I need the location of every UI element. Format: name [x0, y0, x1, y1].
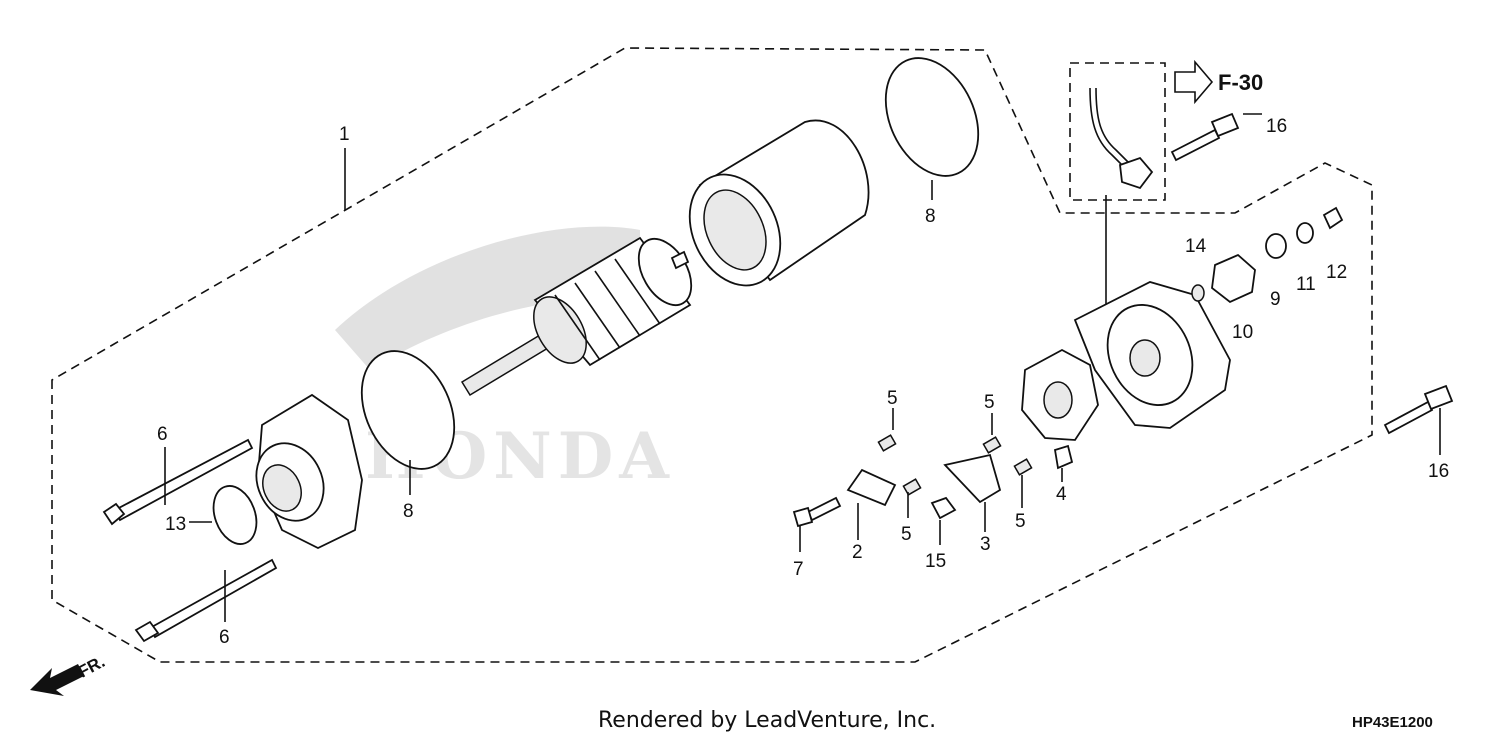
cable-detail-box	[1069, 62, 1166, 201]
footer-credit: Rendered by LeadVenture, Inc.	[598, 708, 937, 733]
bolt-7	[792, 496, 842, 528]
callout-5b: 5	[984, 392, 995, 413]
o-ring-rear	[884, 57, 980, 177]
callout-10: 10	[1232, 322, 1253, 343]
callout-16b: 16	[1428, 461, 1449, 482]
brush-3	[943, 453, 1002, 504]
callout-6a: 6	[157, 424, 168, 445]
assembly-outline	[51, 47, 1373, 663]
through-bolt-upper	[102, 438, 254, 526]
callout-4: 4	[1056, 484, 1067, 505]
callout-3: 3	[980, 534, 991, 555]
washer-9	[1265, 233, 1287, 259]
terminal-nut	[1211, 253, 1256, 304]
callout-12: 12	[1326, 262, 1347, 283]
washer-11	[1296, 222, 1314, 244]
brush-spring-d	[1013, 458, 1033, 476]
callout-8a: 8	[925, 206, 936, 227]
callout-5a: 5	[887, 388, 898, 409]
o-ring-front	[360, 350, 456, 470]
callout-5d: 5	[1015, 511, 1026, 532]
washer-14	[1191, 284, 1205, 302]
callout-9: 9	[1270, 289, 1281, 310]
o-ring-small	[212, 485, 258, 545]
armature	[460, 236, 693, 397]
yoke-housing	[688, 119, 870, 287]
callout-5c: 5	[901, 524, 912, 545]
reference-arrow: F-30	[1174, 59, 1263, 105]
callout-14: 14	[1185, 236, 1207, 257]
nut-12	[1322, 206, 1344, 230]
leader-lines	[164, 113, 1441, 622]
brush-2	[846, 468, 897, 507]
callout-8b: 8	[403, 501, 414, 522]
callout-16a: 16	[1266, 116, 1287, 137]
screw-15	[930, 496, 957, 520]
mounting-bolt-upper	[1170, 112, 1240, 162]
through-bolt-lower	[134, 558, 278, 643]
callout-7: 7	[793, 559, 804, 580]
callout-2: 2	[852, 542, 863, 563]
starter-cable	[1089, 87, 1154, 312]
callout-13: 13	[165, 514, 186, 535]
callout-6b: 6	[219, 627, 230, 648]
brush-spring-a	[877, 434, 897, 452]
callout-11: 11	[1296, 274, 1316, 295]
rear-cover	[1073, 281, 1231, 429]
callout-1: 1	[339, 124, 350, 145]
brush-spring-c	[982, 436, 1002, 454]
brush-holder	[1021, 348, 1099, 470]
diagram-code: HP43E1200	[1352, 714, 1433, 731]
reference-label: F-30	[1218, 70, 1263, 95]
callout-numbers: 1 2 3 4 5 5 5 5 6 6 7 8 8 9 10 11 12 13 …	[157, 116, 1449, 648]
front-cover	[255, 393, 363, 550]
callout-15: 15	[925, 551, 946, 572]
mounting-bolt-lower	[1383, 384, 1454, 435]
brush-spring-b	[902, 478, 922, 496]
front-direction-arrow: FR.	[30, 652, 108, 696]
